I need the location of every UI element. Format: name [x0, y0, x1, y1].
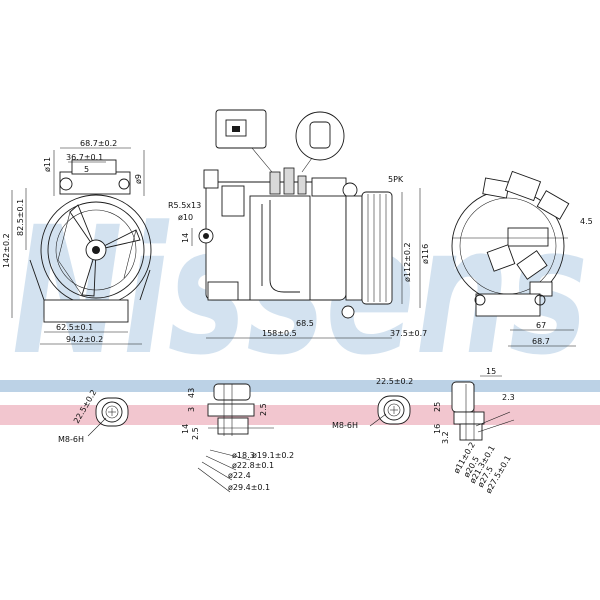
detail-mid-left-bore4: ø22.4 — [228, 471, 251, 480]
detail-mid-left: 43 3 14 2.5 2.5 ø19.1±0.2 ø18.3 ø22.8±0.… — [181, 383, 294, 493]
detail-right-d4: 16 — [433, 424, 442, 434]
detail-mid-left-bore3: ø22.8±0.1 — [232, 461, 274, 470]
dim-small: 5 — [84, 165, 89, 174]
blue-band — [0, 380, 600, 392]
dim-height-outer: 142±0.2 — [2, 233, 11, 268]
detail-mid-left-bore2: ø18.3 — [232, 451, 255, 460]
detail-mid-right-thread: M8-6H — [332, 421, 358, 430]
dim-side: 4.5 — [580, 217, 593, 226]
dim-offset: 14 — [181, 233, 190, 243]
dim-pulley-depth: 37.5±0.7 — [390, 329, 427, 338]
detail-mid-left-d4: 2.5 — [259, 403, 268, 416]
dim-lower-offset: 68.5 — [296, 319, 314, 328]
dim-bore: ø10 — [178, 213, 193, 222]
detail-right-d3: 25 — [433, 402, 442, 412]
detail-mid-left-d5: 2.5 — [191, 427, 200, 440]
right-view: 4.5 67 68.7 — [451, 170, 593, 347]
detail-mid-right-angle: 22.5±0.2 — [376, 377, 413, 386]
dim-body-diam: ø116 — [421, 244, 430, 264]
dim-length: 158±0.5 — [262, 329, 297, 338]
detail-right-d5: 3.2 — [441, 431, 450, 444]
dim-pulley-label: 5PK — [388, 175, 404, 184]
detail-mid-left-d1: 43 — [187, 388, 196, 398]
detail-left-thread: M8-6H — [58, 435, 84, 444]
front-view: 68.7±0.2 36.7±0.1 5 ø11 ø9 142±0.2 82.5±… — [2, 139, 152, 345]
dim-bottom: 68.7 — [532, 337, 550, 346]
dim-mount-radius: R5.5x13 — [168, 201, 201, 210]
detail-mid-left-d3: 14 — [181, 424, 190, 434]
dim-bottom-inner: 62.5±0.1 — [56, 323, 93, 332]
detail-mid-left-bore1: ø19.1±0.2 — [252, 451, 294, 460]
dim-height-inner: 82.5±0.1 — [16, 199, 25, 236]
side-view: R5.5x13 ø10 14 158±0.5 68.5 37.5±0.7 5PK… — [168, 109, 430, 339]
detail-mid-right: 22.5±0.2 M8-6H — [332, 377, 413, 430]
dim-pulley-diam: ø112±0.2 — [403, 242, 412, 282]
dim-bottom-outer: 94.2±0.2 — [66, 335, 103, 344]
dim-lower: 67 — [536, 321, 546, 330]
dim-mid-width: 36.7±0.1 — [66, 153, 103, 162]
detail-mid-left-d2: 3 — [187, 407, 196, 412]
detail-mid-left-bore5: ø29.4±0.1 — [228, 483, 270, 492]
pink-band — [0, 405, 600, 425]
detail-right-d1: 15 — [486, 367, 496, 376]
dim-hole-right: ø9 — [134, 174, 143, 184]
dim-top-width: 68.7±0.2 — [80, 139, 117, 148]
detail-right-d2: 2.3 — [502, 393, 515, 402]
dim-hole-left: ø11 — [43, 157, 52, 172]
